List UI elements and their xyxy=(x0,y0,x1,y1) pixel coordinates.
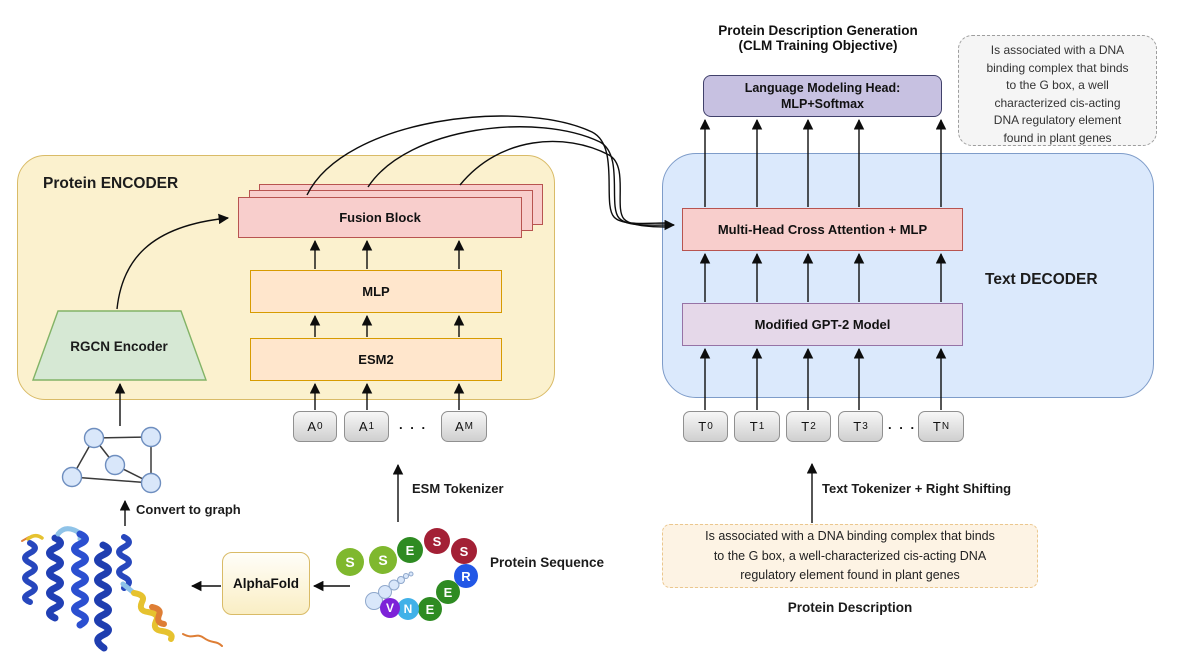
token-base: T xyxy=(801,419,810,434)
protein-encoder-label: Protein ENCODER xyxy=(43,175,179,192)
lm-head-line2: MLP+Softmax xyxy=(780,97,864,111)
encoder-token-ellipsis: . . . xyxy=(399,417,428,432)
residue-circle xyxy=(336,548,364,576)
text-decoder-label: Text DECODER xyxy=(985,271,1098,288)
lm-head-line1: Language Modeling Head: xyxy=(744,81,901,95)
residue-circle xyxy=(451,538,477,564)
residue-letter: S xyxy=(460,544,469,559)
generated-description-line: characterized cis-acting xyxy=(994,95,1121,110)
input-description-line: to the G box, a well-characterized cis-a… xyxy=(713,548,987,563)
residue-letter: N xyxy=(404,602,413,616)
token-base: T xyxy=(853,419,862,434)
text-decoder-panel xyxy=(662,153,1154,398)
protein-sequence-graphic: S S E S S R E E N V xyxy=(336,528,478,621)
protein-structure-graphic xyxy=(21,526,223,652)
figure-title: Protein Description Generation (CLM Trai… xyxy=(672,23,964,53)
token-base: A xyxy=(307,419,317,434)
generated-description-box: Is associated with a DNA binding complex… xyxy=(958,35,1157,146)
input-description-box: Is associated with a DNA binding complex… xyxy=(662,524,1038,588)
generated-description-line: binding complex that binds xyxy=(986,60,1129,75)
residue-circle xyxy=(454,564,478,588)
gpt2-block: Modified GPT-2 Model xyxy=(682,303,963,346)
token-base: T xyxy=(698,419,707,434)
residue-circle xyxy=(418,597,442,621)
figure-title-line2: (CLM Training Objective) xyxy=(738,38,898,53)
residue-circle xyxy=(369,546,397,574)
residue-letter: E xyxy=(426,602,435,617)
cross-attention-block: Multi-Head Cross Attention + MLP xyxy=(682,208,963,251)
residue-circle xyxy=(397,537,423,563)
residue-letter: E xyxy=(406,543,415,558)
language-modeling-head-block: Language Modeling Head: MLP+Softmax xyxy=(703,75,942,117)
input-description-line: regulatory element found in plant genes xyxy=(740,568,960,582)
sequence-backbone-bubbles xyxy=(365,571,414,610)
generated-description-line: DNA regulatory element xyxy=(993,113,1122,128)
esm-tokenizer-label: ESM Tokenizer xyxy=(412,481,504,496)
protein-sequence-label: Protein Sequence xyxy=(490,555,605,570)
text-tokenizer-label: Text Tokenizer + Right Shifting xyxy=(822,481,1012,496)
token-base: A xyxy=(358,419,368,434)
protein-graph xyxy=(61,426,162,494)
residue-letter: V xyxy=(386,601,394,615)
residue-letter: S xyxy=(433,534,442,549)
token-base: A xyxy=(454,419,464,434)
residue-letter: R xyxy=(461,569,471,584)
generated-description-line: found in plant genes xyxy=(1003,130,1112,145)
generated-description-line: Is associated with a DNA xyxy=(990,43,1125,57)
figure-title-line1: Protein Description Generation xyxy=(718,23,918,38)
convert-to-graph-label: Convert to graph xyxy=(136,502,241,517)
alphafold-block: AlphaFold xyxy=(222,552,310,615)
mlp-block: MLP xyxy=(250,270,502,313)
residue-circle xyxy=(436,580,460,604)
residue-letter: S xyxy=(378,552,387,568)
residue-circle xyxy=(397,598,419,620)
graph-nodes xyxy=(61,426,162,494)
residue-circle xyxy=(380,598,400,618)
token-base: T xyxy=(749,419,758,434)
fusion-block: Fusion Block xyxy=(238,197,522,238)
input-description-line: Is associated with a DNA binding complex… xyxy=(705,529,995,543)
residue-letter: S xyxy=(345,554,354,570)
token-base: T xyxy=(932,419,941,434)
generated-description-line: to the G box, a well xyxy=(1006,78,1109,93)
residue-circle xyxy=(424,528,450,554)
residue-letter: E xyxy=(444,585,453,600)
protein-description-caption: Protein Description xyxy=(787,600,913,615)
decoder-token-ellipsis: . . . xyxy=(888,417,917,432)
esm2-block: ESM2 xyxy=(250,338,502,381)
